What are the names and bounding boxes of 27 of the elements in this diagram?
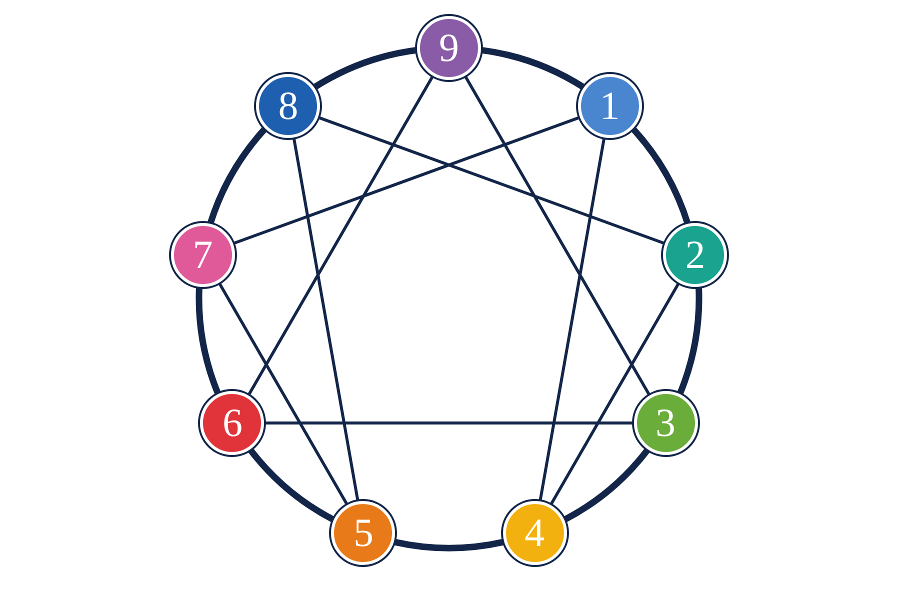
- circle-arc: [196, 286, 222, 396]
- type-circle: 5: [331, 500, 396, 565]
- type-circle: 3: [634, 391, 698, 455]
- connector-line: [318, 116, 666, 246]
- circle-arc: [207, 126, 268, 225]
- connector-line: [538, 138, 606, 502]
- connector-line: [232, 116, 580, 246]
- type-circle: 9: [417, 16, 481, 80]
- circle-arc: [630, 126, 691, 225]
- type-circle: 1: [578, 74, 642, 138]
- connector-line: [247, 74, 434, 396]
- circle-arc: [394, 538, 504, 552]
- connector-line: [218, 282, 349, 506]
- type-circle: 7: [170, 222, 235, 287]
- type-circle: 6: [200, 391, 264, 455]
- circle-arc: [676, 286, 702, 396]
- connector-line: [464, 74, 651, 396]
- circle-arc: [312, 46, 418, 90]
- circle-arc: [562, 448, 650, 523]
- type-circle: 4: [502, 500, 566, 565]
- connector-line: [264, 422, 634, 424]
- connector-line: [549, 282, 680, 506]
- circle-arc: [248, 448, 336, 523]
- connector-line: [292, 138, 360, 502]
- type-circle: 8: [256, 74, 320, 138]
- type-circle: 2: [663, 222, 728, 287]
- circle-arc: [480, 46, 586, 90]
